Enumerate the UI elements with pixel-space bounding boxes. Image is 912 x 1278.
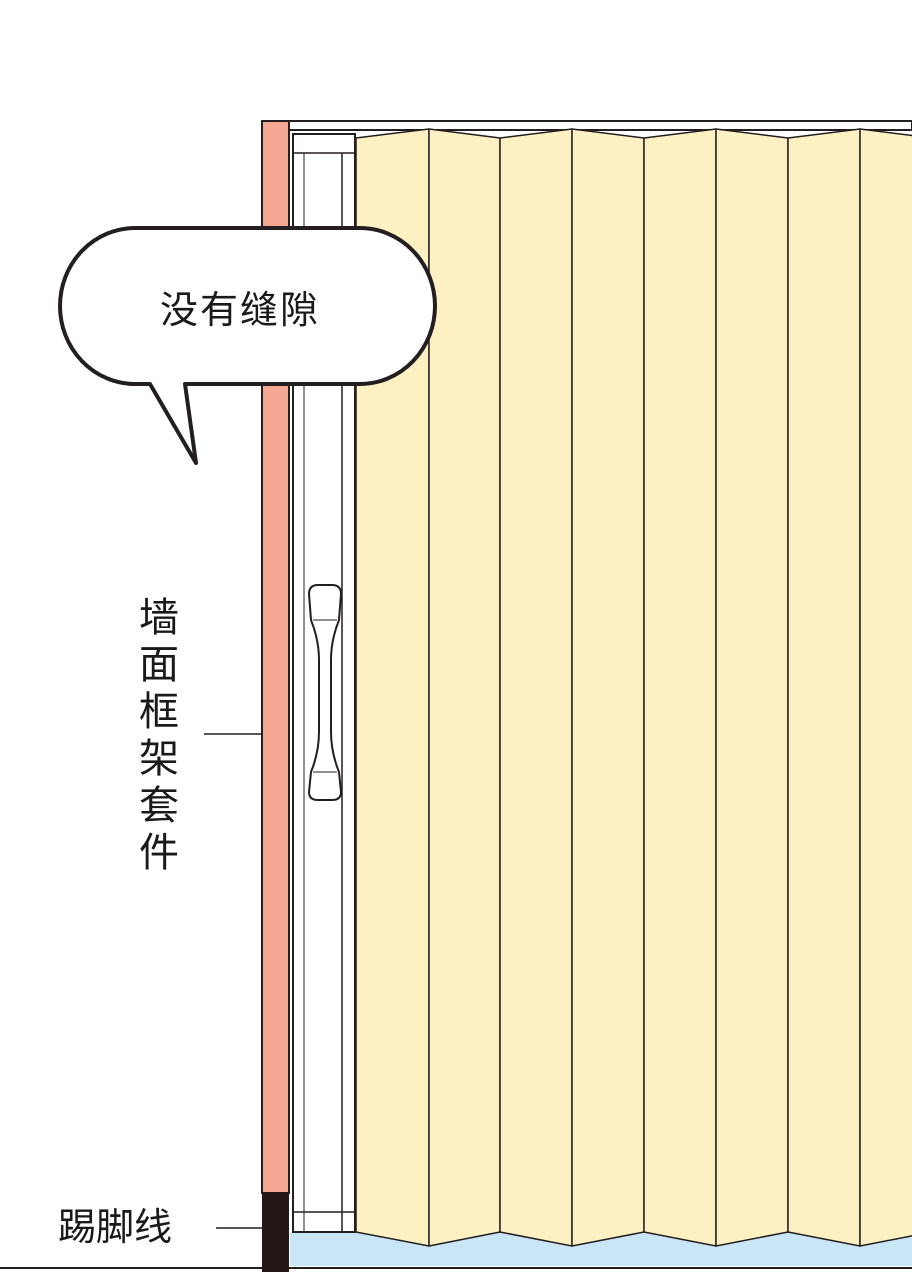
wall-frame-kit-label: 墙面框架套件 xyxy=(132,596,178,878)
baseboard xyxy=(262,1192,289,1272)
door-pleat-panel xyxy=(859,128,912,1247)
door-handle xyxy=(307,584,343,801)
door-pleats xyxy=(355,128,912,1247)
no-gap-callout-text: 没有缝隙 xyxy=(159,288,320,332)
door-pleat-panel xyxy=(643,128,717,1247)
speech-bubble xyxy=(58,226,437,465)
baseboard-label: 踢脚线 xyxy=(58,1205,173,1249)
door-pleat-panel xyxy=(787,128,861,1247)
door-pleat-panel xyxy=(428,128,501,1247)
top-rail xyxy=(287,120,912,131)
door-pleat-panel xyxy=(499,128,573,1247)
door-pleat-panel xyxy=(571,128,645,1247)
door-pleat-panel xyxy=(715,128,789,1247)
